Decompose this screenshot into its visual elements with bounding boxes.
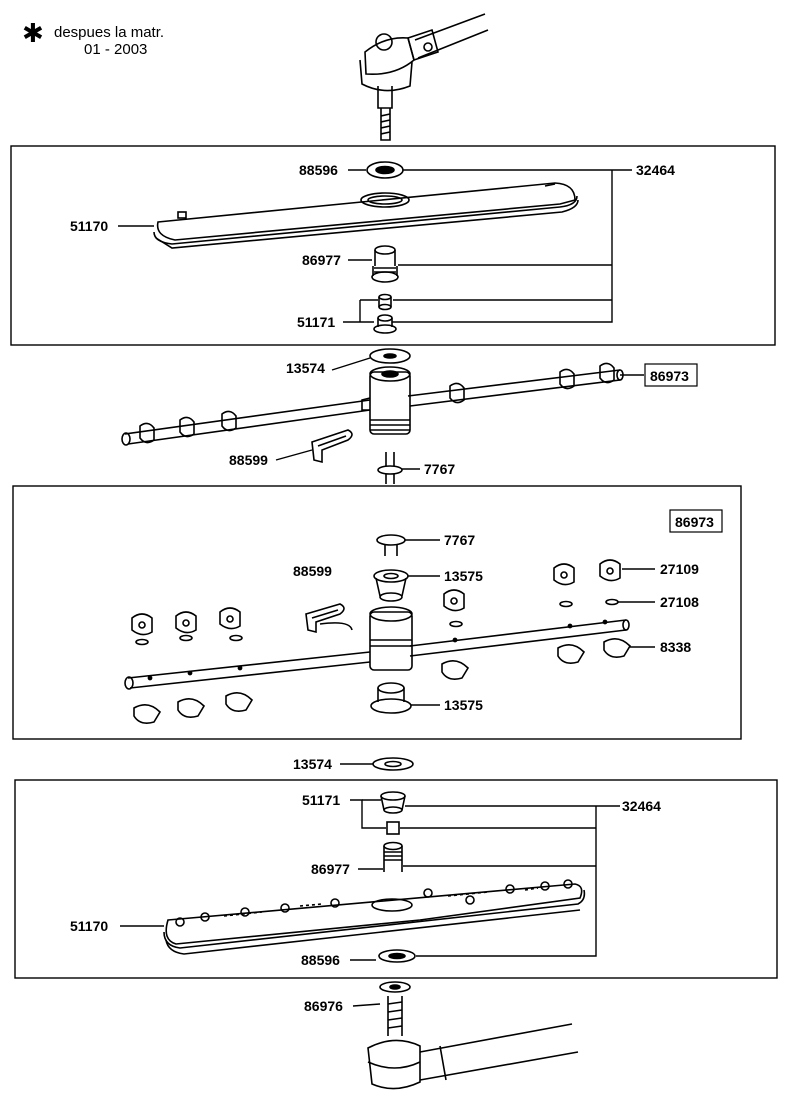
label-13575-top: 13575: [444, 568, 483, 584]
label-8338: 8338: [660, 639, 691, 655]
note-line-2: 01 - 2003: [84, 41, 148, 58]
label-88599-rail: 88599: [229, 452, 268, 468]
rail-assembly: [121, 366, 624, 446]
label-86977-lower: 86977: [311, 861, 350, 877]
label-13574-top: 13574: [286, 360, 325, 376]
upper-arm-washer: [366, 161, 404, 179]
detail-rail: [124, 606, 630, 690]
label-32464-top: 32464: [636, 162, 675, 178]
part-labels: 88596 32464 51170 86977 51171 13574 8859…: [70, 162, 699, 1014]
detail-screw: [376, 534, 406, 556]
label-51170-top: 51170: [70, 218, 108, 234]
svg-text:86973: 86973: [650, 368, 689, 384]
asterisk-icon: ✱: [22, 19, 44, 49]
upper-pipe-connector: [359, 13, 489, 141]
label-51171-lower: 51171: [302, 792, 340, 808]
svg-text:86973: 86973: [675, 514, 714, 530]
lower-arm-frame: [14, 779, 778, 979]
lower-spray-arm: [163, 879, 586, 955]
detail-lock-clip: [305, 603, 353, 634]
label-88596-lower: 88596: [301, 952, 340, 968]
rail-detail-frame: [12, 485, 742, 740]
upper-arm-frame: [10, 145, 776, 346]
label-51170-lower: 51170: [70, 918, 108, 934]
label-27109: 27109: [660, 561, 699, 577]
lower-pipe-connector: [352, 981, 579, 1090]
upper-frame-leaders: [118, 169, 632, 323]
middle-leaders: [275, 357, 644, 470]
lower-arm-washer: [378, 949, 416, 963]
detail-top-bushing: [373, 569, 409, 602]
label-27108: 27108: [660, 594, 699, 610]
label-13575-bottom: 13575: [444, 697, 483, 713]
detail-orings: [135, 598, 619, 646]
lower-arm-bushings: [380, 791, 406, 872]
label-7767-detail: 7767: [444, 532, 475, 548]
upper-arm-bushing: [371, 245, 399, 283]
label-7767-rail: 7767: [424, 461, 455, 477]
label-88599-detail: 88599: [293, 563, 332, 579]
hub-screw-lower: [377, 452, 403, 484]
lower-frame-leaders: [120, 799, 620, 961]
label-88596-top: 88596: [299, 162, 338, 178]
reference-86973-rail: 86973: [644, 363, 698, 387]
detail-clips-top: [131, 559, 621, 636]
rail-lock-clip: [311, 429, 353, 464]
lower-washer: [372, 757, 414, 771]
note-line-1: despues la matr.: [54, 24, 165, 41]
upper-spray-arm: [153, 182, 579, 249]
label-86976: 86976: [304, 998, 343, 1014]
detail-bottom-bushing: [370, 682, 412, 714]
rail-clips-upper: [139, 362, 615, 444]
label-86977-top: 86977: [302, 252, 341, 268]
hub-washer-top: [369, 348, 411, 364]
upper-arm-small-parts: [373, 293, 397, 334]
label-32464-lower: 32464: [622, 798, 661, 814]
detail-clips-bottom: [133, 638, 632, 724]
reference-86973-detail: 86973: [669, 509, 723, 533]
label-13574-lower: 13574: [293, 756, 332, 772]
detail-leaders: [405, 539, 655, 706]
label-51171-top: 51171: [297, 314, 335, 330]
